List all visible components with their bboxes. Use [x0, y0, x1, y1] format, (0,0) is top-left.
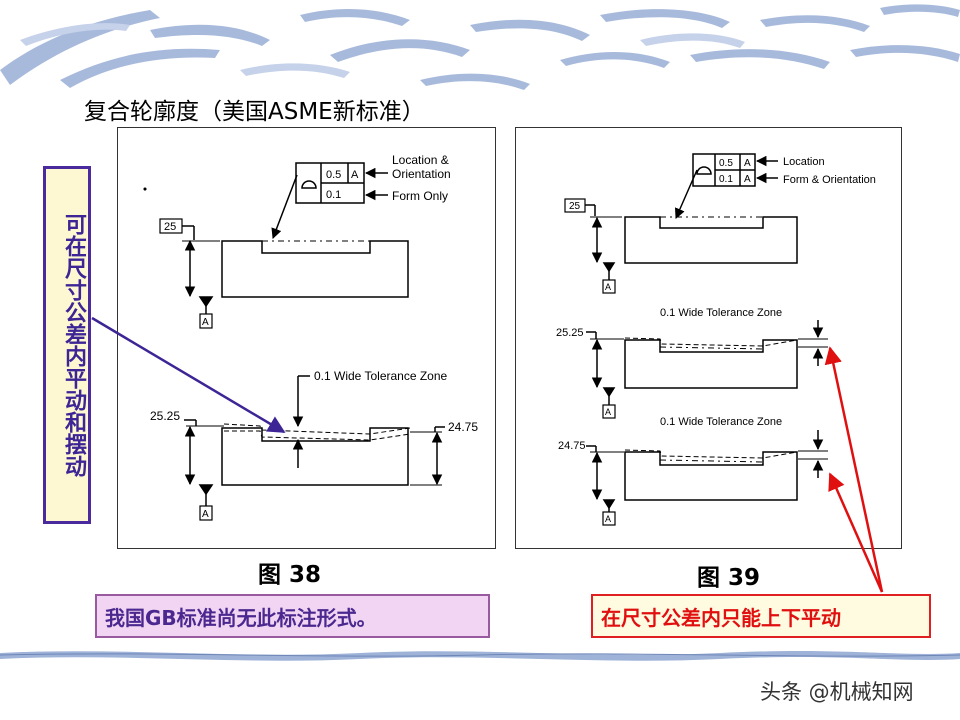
- figure-38-frame: [117, 127, 496, 549]
- bottom-decorative-band: [0, 651, 960, 661]
- figure-39-caption: 图 39: [697, 565, 761, 591]
- figure-39-frame: [515, 127, 902, 549]
- gb-standard-note: 我国GB标准尚无此标注形式。: [95, 594, 490, 638]
- figure-38-caption: 图 38: [258, 562, 322, 588]
- watermark: 头条 @机械知网: [760, 680, 914, 704]
- side-note-text: 可在尺寸公差内平动和摆动: [61, 213, 86, 477]
- slide-title: 复合轮廓度（美国ASME新标准）: [84, 99, 425, 125]
- translation-only-note: 在尺寸公差内只能上下平动: [591, 594, 931, 638]
- side-note-box: 可在尺寸公差内平动和摆动: [43, 166, 91, 524]
- top-decorative-banner: [0, 0, 960, 90]
